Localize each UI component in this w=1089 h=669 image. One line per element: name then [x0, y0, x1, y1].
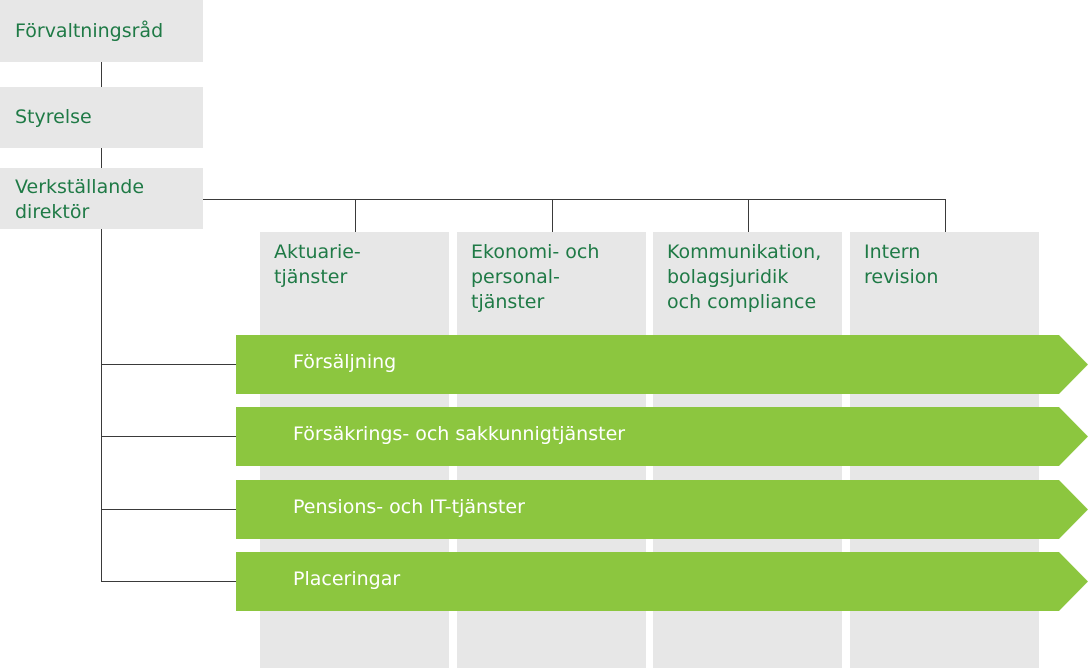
connector-styrelse-vd: [101, 148, 102, 168]
arrow-placeringar: Placeringar: [236, 552, 1088, 611]
arrow-pensions-shape: [236, 480, 1088, 539]
connector-drop-revision: [945, 199, 946, 232]
box-styrelse-label: Styrelse: [15, 106, 92, 128]
connector-vd-staff-horizontal: [203, 199, 946, 200]
connector-drop-kommunikation: [748, 199, 749, 232]
arrow-placeringar-label: Placeringar: [293, 568, 401, 590]
arrow-forsakrings-label: Försäkrings- och sakkunnigtjänster: [293, 423, 626, 445]
arrow-forsakrings-shape: [236, 407, 1088, 466]
column-kommunikation-label: Kommunikation, bolagsjuridik och complia…: [667, 241, 822, 313]
connector-branch-pensions: [101, 509, 236, 510]
arrow-forsaljning: Försäljning: [236, 335, 1088, 394]
arrow-forsaljning-label: Försäljning: [293, 351, 397, 373]
arrow-pensions-it-tjanster: Pensions- och IT-tjänster: [236, 480, 1088, 539]
connector-forvaltningsrad-styrelse: [101, 62, 102, 87]
box-styrelse: Styrelse: [0, 87, 203, 148]
connector-drop-aktuarie: [355, 199, 356, 232]
column-intern-revision-label: Intern revision: [864, 241, 939, 288]
arrow-pensions-label: Pensions- och IT-tjänster: [293, 496, 525, 518]
connector-drop-ekonomi: [552, 199, 553, 232]
connector-branch-forsakrings: [101, 436, 236, 437]
arrow-placeringar-shape: [236, 552, 1088, 611]
arrow-forsakrings-sakkunnigtjanster: Försäkrings- och sakkunnigtjänster: [236, 407, 1088, 466]
box-vd: Verkställande direktör: [0, 168, 203, 229]
box-vd-label: Verkställande direktör: [15, 176, 145, 223]
column-ekonomi-personaltjanster-label: Ekonomi- och personal- tjänster: [471, 241, 600, 313]
box-forvaltningsrad: Förvaltningsråd: [0, 0, 203, 62]
connector-branch-placeringar: [101, 581, 236, 582]
arrow-forsaljning-shape: [236, 335, 1088, 394]
connector-branch-forsaljning: [101, 364, 236, 365]
connector-vd-spine: [101, 229, 102, 582]
column-aktuarietjanster-label: Aktuarie- tjänster: [274, 241, 361, 288]
box-forvaltningsrad-label: Förvaltningsråd: [15, 20, 164, 42]
